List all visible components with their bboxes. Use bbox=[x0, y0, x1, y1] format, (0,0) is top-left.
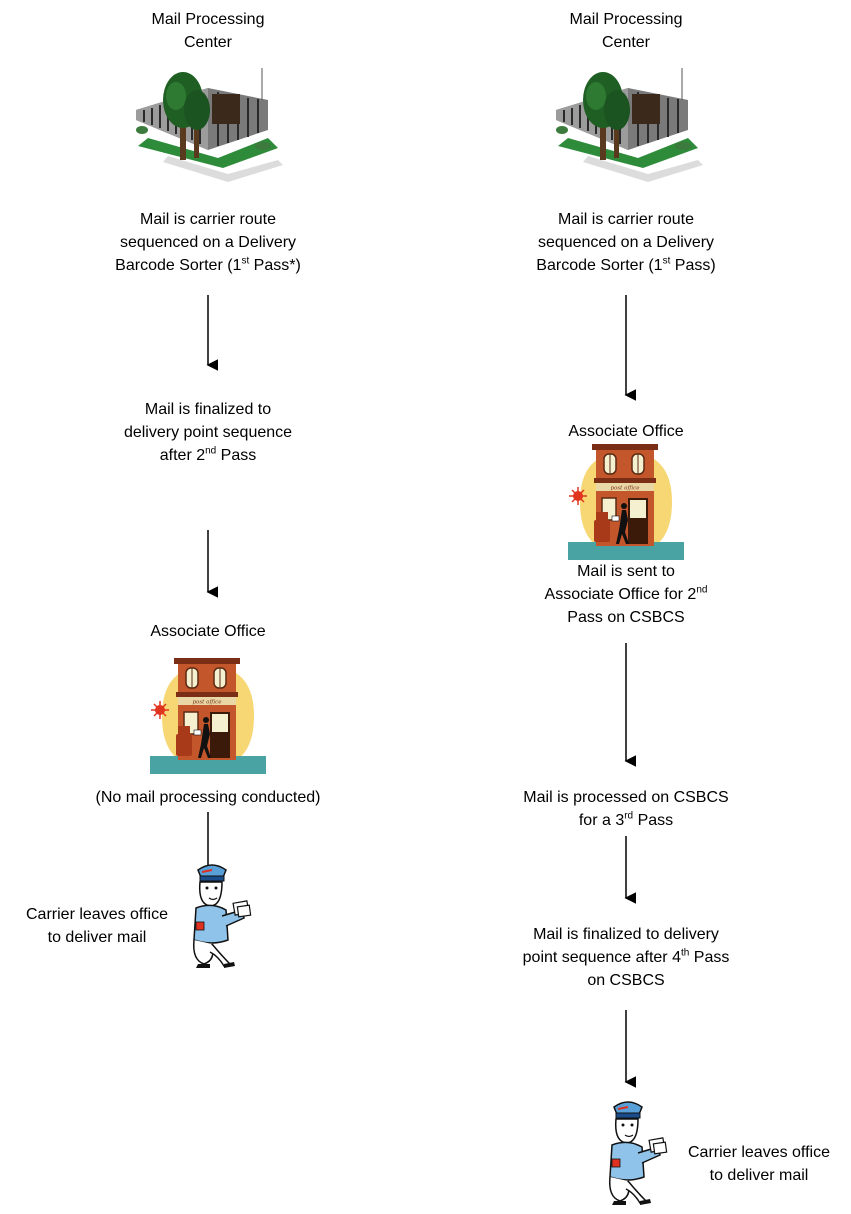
right-step2-line1: Mail is sent to bbox=[577, 563, 675, 580]
left-carrier-line2: to deliver mail bbox=[47, 929, 147, 946]
right-step1-line1: Mail is carrier route bbox=[557, 211, 695, 228]
right-step4-line2-sup: th bbox=[680, 947, 690, 959]
left-step1-line3-post: Pass*) bbox=[249, 257, 301, 274]
right-step3-text: Mail is processed on CSBCS for a 3rd Pas… bbox=[476, 786, 776, 832]
right-step3-line2: for a 3rd Pass bbox=[476, 809, 776, 832]
right-arrow-1 bbox=[624, 295, 636, 403]
left-step2-text: Mail is finalized to delivery point sequ… bbox=[88, 398, 328, 467]
right-step1-line3: Barcode Sorter (1st Pass) bbox=[506, 254, 746, 277]
left-associate-office-icon bbox=[149, 657, 267, 775]
left-mpc-label-line2: Center bbox=[183, 34, 233, 51]
right-carrier-line2: to deliver mail bbox=[709, 1167, 809, 1184]
left-step1-line1: Mail is carrier route bbox=[139, 211, 277, 228]
left-step1-line2: sequenced on a Delivery bbox=[119, 234, 297, 251]
left-no-processing-text: (No mail processing conducted) bbox=[95, 789, 321, 806]
left-step2-line3: after 2nd Pass bbox=[88, 444, 328, 467]
right-step2-line2: Associate Office for 2nd bbox=[496, 583, 756, 606]
right-carrier-text: Carrier leaves office to deliver mail bbox=[664, 1141, 851, 1187]
left-step2-line3-pre: after 2 bbox=[159, 447, 206, 464]
right-arrow-2 bbox=[624, 643, 636, 769]
left-mpc-label: Mail Processing Center bbox=[108, 8, 308, 54]
left-arrow-2 bbox=[206, 530, 218, 600]
right-step1-line3-pre: Barcode Sorter (1 bbox=[536, 257, 663, 274]
right-step4-text: Mail is finalized to delivery point sequ… bbox=[476, 923, 776, 992]
left-associate-office-label: Associate Office bbox=[150, 623, 266, 640]
left-mpc-label-line1: Mail Processing bbox=[151, 11, 265, 28]
right-step2-line2-pre: Associate Office for 2 bbox=[544, 586, 697, 603]
right-arrow-3 bbox=[624, 836, 636, 906]
right-step4-line2-pre: point sequence after 4 bbox=[522, 949, 681, 966]
left-arrow-1 bbox=[206, 295, 218, 373]
left-step2-line3-post: Pass bbox=[216, 447, 257, 464]
left-step1-line3-sup: st bbox=[241, 255, 250, 267]
right-step2-text: Mail is sent to Associate Office for 2nd… bbox=[496, 560, 756, 629]
left-step2-line2: delivery point sequence bbox=[123, 424, 293, 441]
left-step1-line3: Barcode Sorter (1st Pass*) bbox=[88, 254, 328, 277]
right-step1-text: Mail is carrier route sequenced on a Del… bbox=[506, 208, 746, 277]
right-step1-line3-sup: st bbox=[662, 255, 671, 267]
right-arrow-4 bbox=[624, 1010, 636, 1090]
right-step3-line2-pre: for a 3 bbox=[578, 812, 625, 829]
right-step4-line2: point sequence after 4th Pass bbox=[476, 946, 776, 969]
left-carrier-text: Carrier leaves office to deliver mail bbox=[2, 903, 192, 949]
right-mail-processing-center-icon bbox=[555, 68, 704, 183]
right-step3-line2-post: Pass bbox=[633, 812, 674, 829]
right-mpc-label: Mail Processing Center bbox=[526, 8, 726, 54]
left-step2-line1: Mail is finalized to bbox=[144, 401, 272, 418]
right-step3-line2-sup: rd bbox=[624, 810, 634, 822]
left-step1-line3-pre: Barcode Sorter (1 bbox=[115, 257, 242, 274]
right-carrier-line1: Carrier leaves office bbox=[688, 1144, 830, 1161]
left-carrier-icon bbox=[192, 864, 252, 969]
right-mpc-label-line2: Center bbox=[601, 34, 651, 51]
right-associate-office-label: Associate Office bbox=[568, 423, 684, 440]
right-step4-line2-post: Pass bbox=[689, 949, 730, 966]
right-step3-line1: Mail is processed on CSBCS bbox=[523, 789, 729, 806]
right-step2-line3: Pass on CSBCS bbox=[567, 609, 685, 626]
right-step4-line3: on CSBCS bbox=[587, 972, 665, 989]
right-step2-line2-sup: nd bbox=[696, 584, 708, 596]
right-step1-line3-post: Pass) bbox=[670, 257, 716, 274]
left-mail-processing-center-icon bbox=[135, 68, 284, 183]
left-step1-text: Mail is carrier route sequenced on a Del… bbox=[88, 208, 328, 277]
left-carrier-line1: Carrier leaves office bbox=[26, 906, 168, 923]
left-step2-line3-sup: nd bbox=[205, 445, 217, 457]
right-step1-line2: sequenced on a Delivery bbox=[537, 234, 715, 251]
right-step4-line1: Mail is finalized to delivery bbox=[533, 926, 719, 943]
right-carrier-icon bbox=[608, 1101, 668, 1206]
right-mpc-label-line1: Mail Processing bbox=[569, 11, 683, 28]
right-associate-office-icon bbox=[567, 443, 685, 561]
